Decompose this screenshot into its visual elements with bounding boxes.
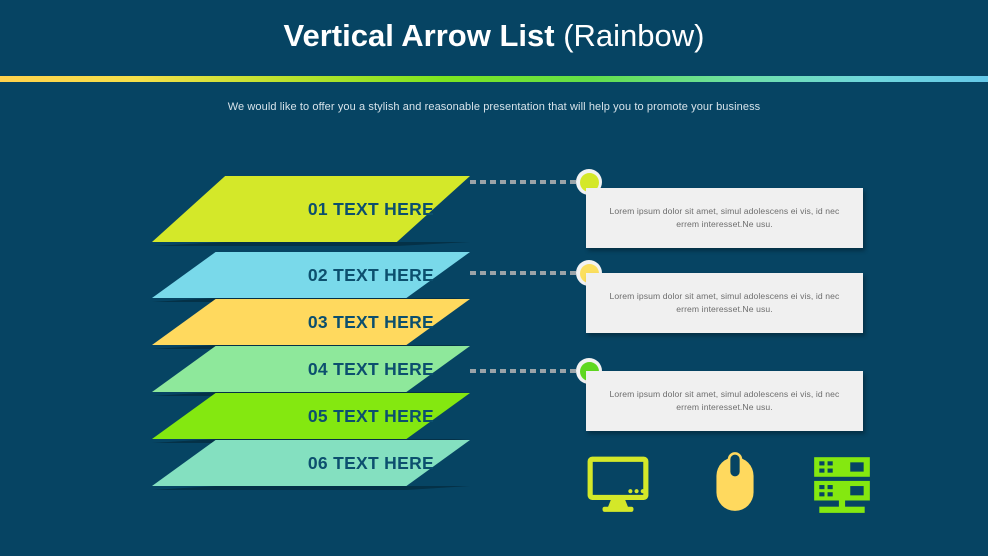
connector-line-1 xyxy=(470,180,580,184)
rainbow-gradient-divider xyxy=(0,76,988,82)
connector-line-2 xyxy=(470,271,580,275)
arrow-label: 04 TEXT HERE xyxy=(307,358,434,379)
arrow-item-01[interactable]: 01 TEXT HERE xyxy=(152,176,470,246)
title-light-part: (Rainbow) xyxy=(563,18,705,53)
detail-card-1[interactable]: Lorem ipsum dolor sit amet, simul adoles… xyxy=(586,188,863,248)
page-title: Vertical Arrow List (Rainbow) xyxy=(0,18,988,54)
detail-card-3[interactable]: Lorem ipsum dolor sit amet, simul adoles… xyxy=(586,371,863,431)
monitor-icon[interactable] xyxy=(585,451,651,517)
subtitle-text: We would like to offer you a stylish and… xyxy=(227,101,761,113)
arrow-label: 05 TEXT HERE xyxy=(307,405,434,426)
arrow-label: 06 TEXT HERE xyxy=(307,452,434,473)
mouse-icon-glyph xyxy=(716,452,754,511)
title-bold-part: Vertical Arrow List xyxy=(283,18,564,53)
monitor-icon-glyph xyxy=(587,456,649,512)
vertical-arrow-list: 01 TEXT HERE 02 TEXT HERE 03 TEXT HERE 0… xyxy=(152,176,470,490)
connector-line-3 xyxy=(470,369,580,373)
arrow-item-05[interactable]: 05 TEXT HERE xyxy=(152,393,470,443)
detail-card-2[interactable]: Lorem ipsum dolor sit amet, simul adoles… xyxy=(586,273,863,333)
server-icon-glyph xyxy=(814,457,870,513)
arrow-item-04[interactable]: 04 TEXT HERE xyxy=(152,346,470,396)
bullet-dot xyxy=(579,172,599,192)
arrow-label: 01 TEXT HERE xyxy=(307,198,434,219)
arrow-label: 02 TEXT HERE xyxy=(307,264,434,285)
card-body-text: Lorem ipsum dolor sit amet, simul adoles… xyxy=(609,290,840,314)
arrow-label: 03 TEXT HERE xyxy=(307,311,434,332)
arrow-shadow xyxy=(152,242,470,246)
arrow-item-06[interactable]: 06 TEXT HERE xyxy=(152,440,470,490)
mouse-icon[interactable] xyxy=(702,449,768,515)
arrow-item-03[interactable]: 03 TEXT HERE xyxy=(152,299,470,349)
arrow-shadow xyxy=(152,486,470,490)
server-icon[interactable] xyxy=(809,451,875,517)
icon-strip xyxy=(560,448,900,518)
card-body-text: Lorem ipsum dolor sit amet, simul adoles… xyxy=(609,205,840,229)
arrow-item-02[interactable]: 02 TEXT HERE xyxy=(152,252,470,302)
card-body-text: Lorem ipsum dolor sit amet, simul adoles… xyxy=(609,388,840,412)
